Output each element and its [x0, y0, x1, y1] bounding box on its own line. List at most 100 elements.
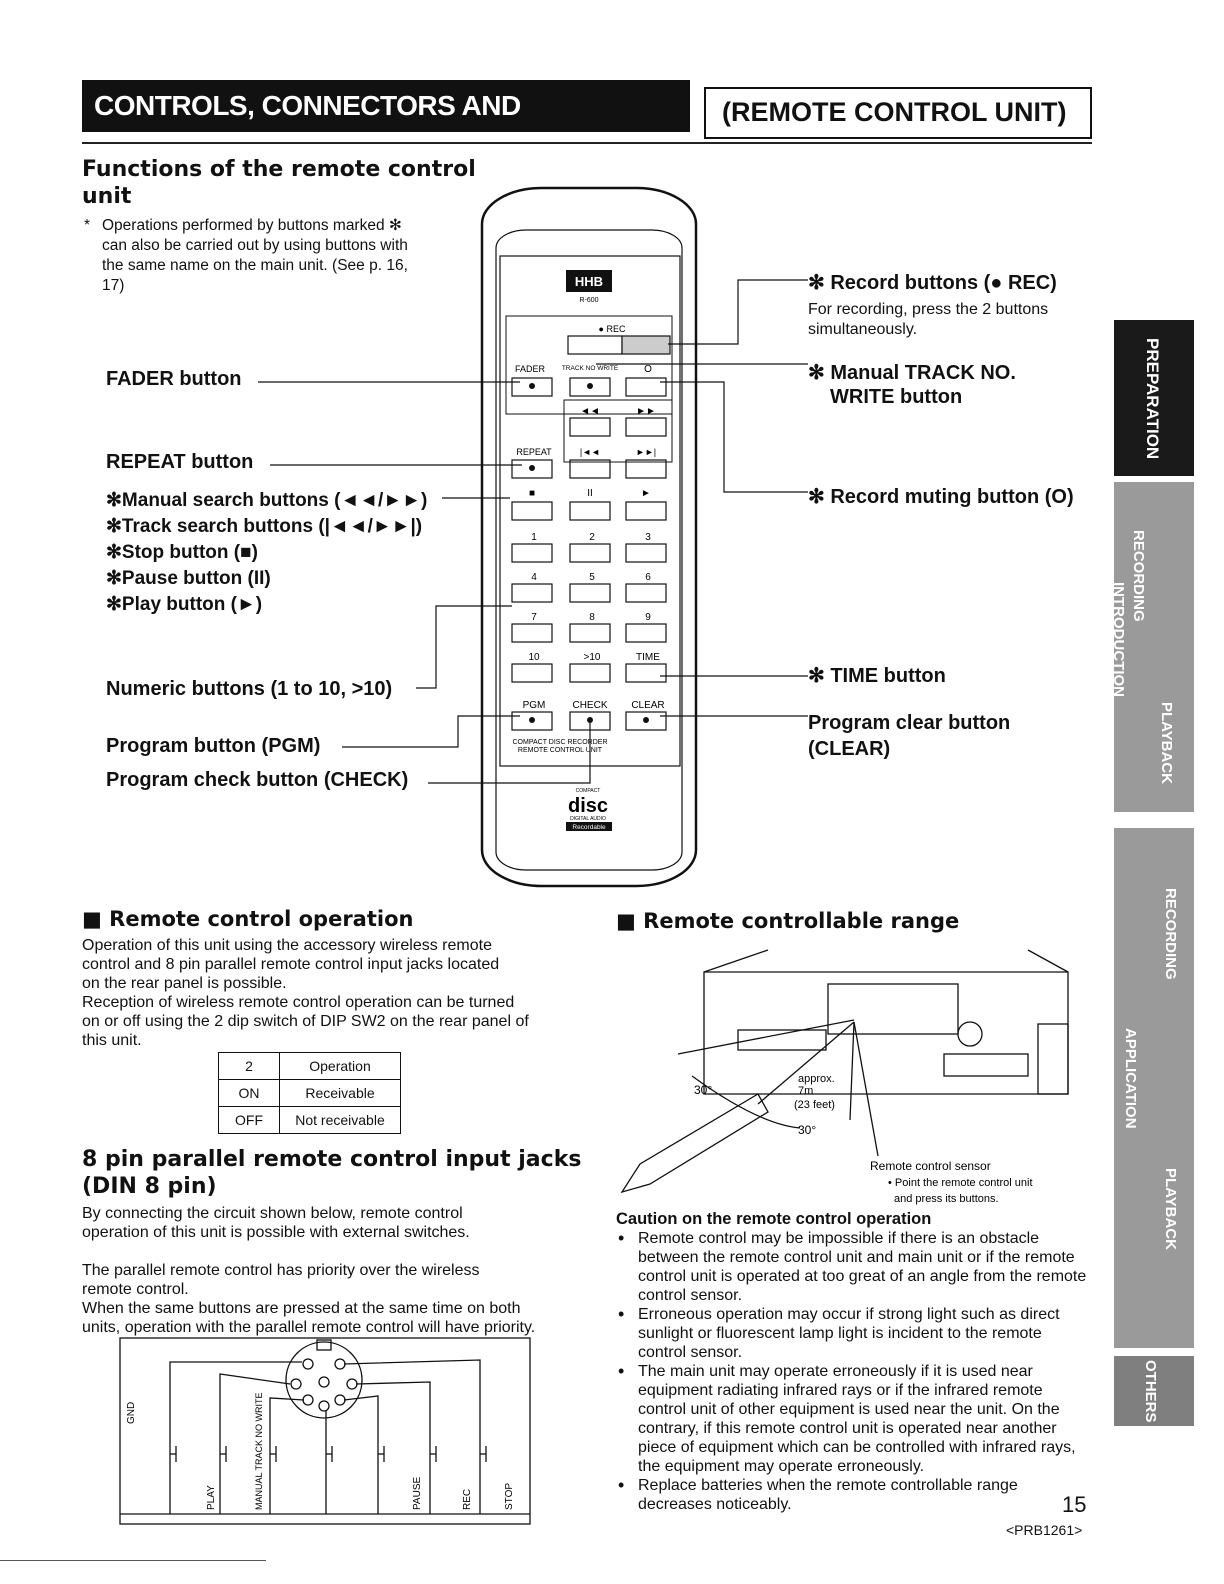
- manual-search-back-button[interactable]: [569, 417, 611, 437]
- numeric-button[interactable]: [511, 543, 553, 563]
- repeat-caption: REPEAT: [516, 447, 552, 457]
- tab-recording-2[interactable]: RECORDING: [1162, 888, 1179, 980]
- tab-playback-1[interactable]: PLAYBACK: [1158, 702, 1175, 784]
- numeric-button[interactable]: [511, 583, 553, 603]
- rec-button-right[interactable]: [621, 335, 671, 355]
- remote-operation-line: Reception of wireless remote control ope…: [82, 994, 515, 1011]
- fader-caption: FADER: [515, 364, 546, 374]
- brand-logo: [566, 270, 612, 292]
- din-circuit-diagram: GND PLAY MANUAL TRACK NO WRITE PAUSE REC…: [119, 1337, 531, 1525]
- table-cell: 2: [218, 1052, 280, 1080]
- distance-label-2: 7m: [798, 1085, 813, 1097]
- brand-text: HHB: [575, 274, 603, 289]
- muting-button[interactable]: [625, 377, 667, 397]
- header-rule: [82, 142, 1092, 144]
- rec-caption: ● REC: [599, 324, 626, 334]
- numeric-button[interactable]: [625, 623, 667, 643]
- din-pin: [318, 1376, 330, 1388]
- din-pin: [334, 1394, 346, 1406]
- numeric-button[interactable]: [569, 623, 611, 643]
- digit-caption: 8: [589, 612, 595, 623]
- record-label: ✻ Record buttons (● REC): [808, 272, 1057, 294]
- clear-button[interactable]: [625, 711, 667, 731]
- repeat-button[interactable]: [511, 459, 553, 479]
- note-line: can also be carried out by using buttons…: [102, 237, 408, 254]
- circuit-label-stop: STOP: [504, 1483, 515, 1510]
- din-pin: [290, 1378, 302, 1390]
- fader-label: FADER button: [106, 368, 242, 390]
- pgm-caption: PGM: [523, 700, 546, 711]
- numeric-button[interactable]: [569, 583, 611, 603]
- parallel-line: operation of this unit is possible with …: [82, 1224, 470, 1241]
- time-button[interactable]: [625, 663, 667, 683]
- tab-introduction[interactable]: INTRODUCTION: [1110, 582, 1127, 697]
- numeric-label: Numeric buttons (1 to 10, >10): [106, 678, 393, 700]
- remote-footer-2: REMOTE CONTROL UNIT: [518, 747, 603, 754]
- muting-caption: O: [644, 364, 652, 375]
- tab-playback-2[interactable]: PLAYBACK: [1162, 1168, 1179, 1250]
- functions-heading-line1: Functions of the remote control: [82, 157, 476, 182]
- fader-button[interactable]: [511, 377, 553, 397]
- page-number: 15: [1062, 1492, 1087, 1517]
- numeric-button[interactable]: [569, 543, 611, 563]
- digit-caption: TIME: [636, 652, 660, 663]
- table-row: OFF Not receivable: [218, 1106, 401, 1134]
- tab-others[interactable]: OTHERS: [1114, 1356, 1194, 1426]
- parallel-line: remote control.: [82, 1281, 189, 1298]
- numeric-button[interactable]: [511, 623, 553, 643]
- track-write-label-2: WRITE button: [830, 386, 963, 408]
- clear-label: Program clear button: [808, 712, 1011, 734]
- check-caption: CHECK: [572, 700, 607, 711]
- remote-operation-heading-text: Remote control operation: [109, 907, 414, 931]
- range-heading: ■ Remote controllable range: [616, 909, 960, 933]
- numeric-button[interactable]: [625, 583, 667, 603]
- caution-heading: Caution on the remote control operation: [616, 1210, 932, 1228]
- track-search-forward-button[interactable]: [625, 459, 667, 479]
- next-track-symbol: ►►|: [636, 447, 656, 457]
- record-desc-line: simultaneously.: [808, 321, 918, 338]
- numeric-button[interactable]: [569, 663, 611, 683]
- tab-recording-1[interactable]: RECORDING: [1130, 530, 1147, 622]
- remote-operation-heading: ■ Remote control operation: [82, 907, 414, 931]
- tab-application[interactable]: APPLICATION: [1122, 1028, 1139, 1129]
- caution-block: Caution on the remote control operation …: [616, 1210, 1094, 1514]
- pgm-dot: [529, 717, 535, 723]
- functions-note: * Operations performed by buttons marked…: [84, 217, 408, 294]
- track-search-label: ✻Track search buttons (|◄◄/►►|): [106, 516, 423, 537]
- rec-area: [505, 315, 673, 415]
- din-key: [316, 1339, 332, 1351]
- front-dial: [957, 1021, 983, 1047]
- din-pin: [302, 1394, 314, 1406]
- stop-symbol: ■: [529, 488, 535, 499]
- pause-button[interactable]: [569, 501, 611, 521]
- circuit-label-gnd: GND: [126, 1402, 137, 1424]
- table-cell: Operation: [279, 1052, 401, 1080]
- track-write-button[interactable]: [569, 377, 611, 397]
- remote-body-outline: [480, 186, 698, 888]
- digit-caption: 1: [531, 532, 537, 543]
- remote-operation-line: on or off using the 2 dip switch of DIP …: [82, 1013, 529, 1030]
- record-desc-line: For recording, press the 2 buttons: [808, 301, 1049, 318]
- digit-caption: 5: [589, 572, 595, 583]
- distance-label-1: approx.: [798, 1073, 835, 1085]
- list-item: The main unit may operate erroneously if…: [616, 1362, 1094, 1476]
- rec-button-left[interactable]: [567, 335, 623, 355]
- remote-operation-line: control and 8 pin parallel remote contro…: [82, 956, 500, 973]
- pgm-label: Program button (PGM): [106, 735, 321, 757]
- pgm-button[interactable]: [511, 711, 553, 731]
- play-button[interactable]: [625, 501, 667, 521]
- digit-caption: 10: [528, 652, 540, 663]
- remote-footer-1: COMPACT DISC RECORDER: [512, 739, 607, 746]
- dip-switch-table: 2 Operation ON Receivable OFF Not receiv…: [218, 1052, 401, 1134]
- manual-search-forward-button[interactable]: [625, 417, 667, 437]
- disc-badge-text: Recordable: [572, 824, 606, 831]
- stop-button[interactable]: [511, 501, 553, 521]
- rew-symbol: ◄◄: [580, 406, 600, 417]
- track-search-back-button[interactable]: [569, 459, 611, 479]
- numeric-button[interactable]: [511, 663, 553, 683]
- circuit-label-rec: REC: [462, 1489, 473, 1510]
- prev-track-symbol: |◄◄: [580, 447, 600, 457]
- numeric-button[interactable]: [625, 543, 667, 563]
- tab-preparation[interactable]: PREPARATION: [1114, 320, 1194, 476]
